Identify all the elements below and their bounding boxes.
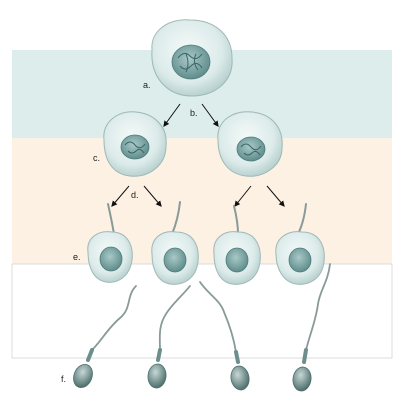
arrow-icon (201, 103, 219, 127)
label-b: b. (190, 108, 198, 118)
secondary-cell-right-nucleus (236, 136, 266, 162)
label-a: a. (143, 80, 151, 90)
sperm-4 (292, 263, 331, 392)
label-d: d. (131, 190, 139, 200)
arrow-icon (163, 103, 181, 127)
band-middle (12, 138, 392, 264)
band-bottom (11, 263, 393, 359)
label-c: c. (93, 153, 101, 163)
label-f: f. (61, 374, 67, 384)
sperm-3 (199, 281, 250, 391)
sperm-4-head (292, 366, 312, 392)
sperm-2 (147, 285, 191, 389)
arrow-icon (234, 185, 252, 207)
label-e: e. (73, 252, 81, 262)
secondary-cell-right (217, 111, 283, 177)
arrow-icon (143, 185, 162, 207)
sperm-1 (73, 285, 137, 389)
primary-cell (151, 19, 233, 97)
primary-cell-nucleus (171, 44, 211, 80)
spermatid-4 (275, 203, 325, 285)
arrow-icon (111, 185, 130, 207)
spermatid-3 (213, 205, 261, 285)
sperm-2-head (147, 363, 167, 389)
secondary-cell-left-nucleus (120, 134, 150, 160)
spermatid-2 (151, 201, 199, 285)
sperm-1-head (73, 363, 93, 389)
sperm-3-head (230, 365, 250, 391)
arrow-icon (266, 185, 285, 207)
spermatid-1 (87, 203, 133, 283)
secondary-cell-left (103, 111, 167, 177)
